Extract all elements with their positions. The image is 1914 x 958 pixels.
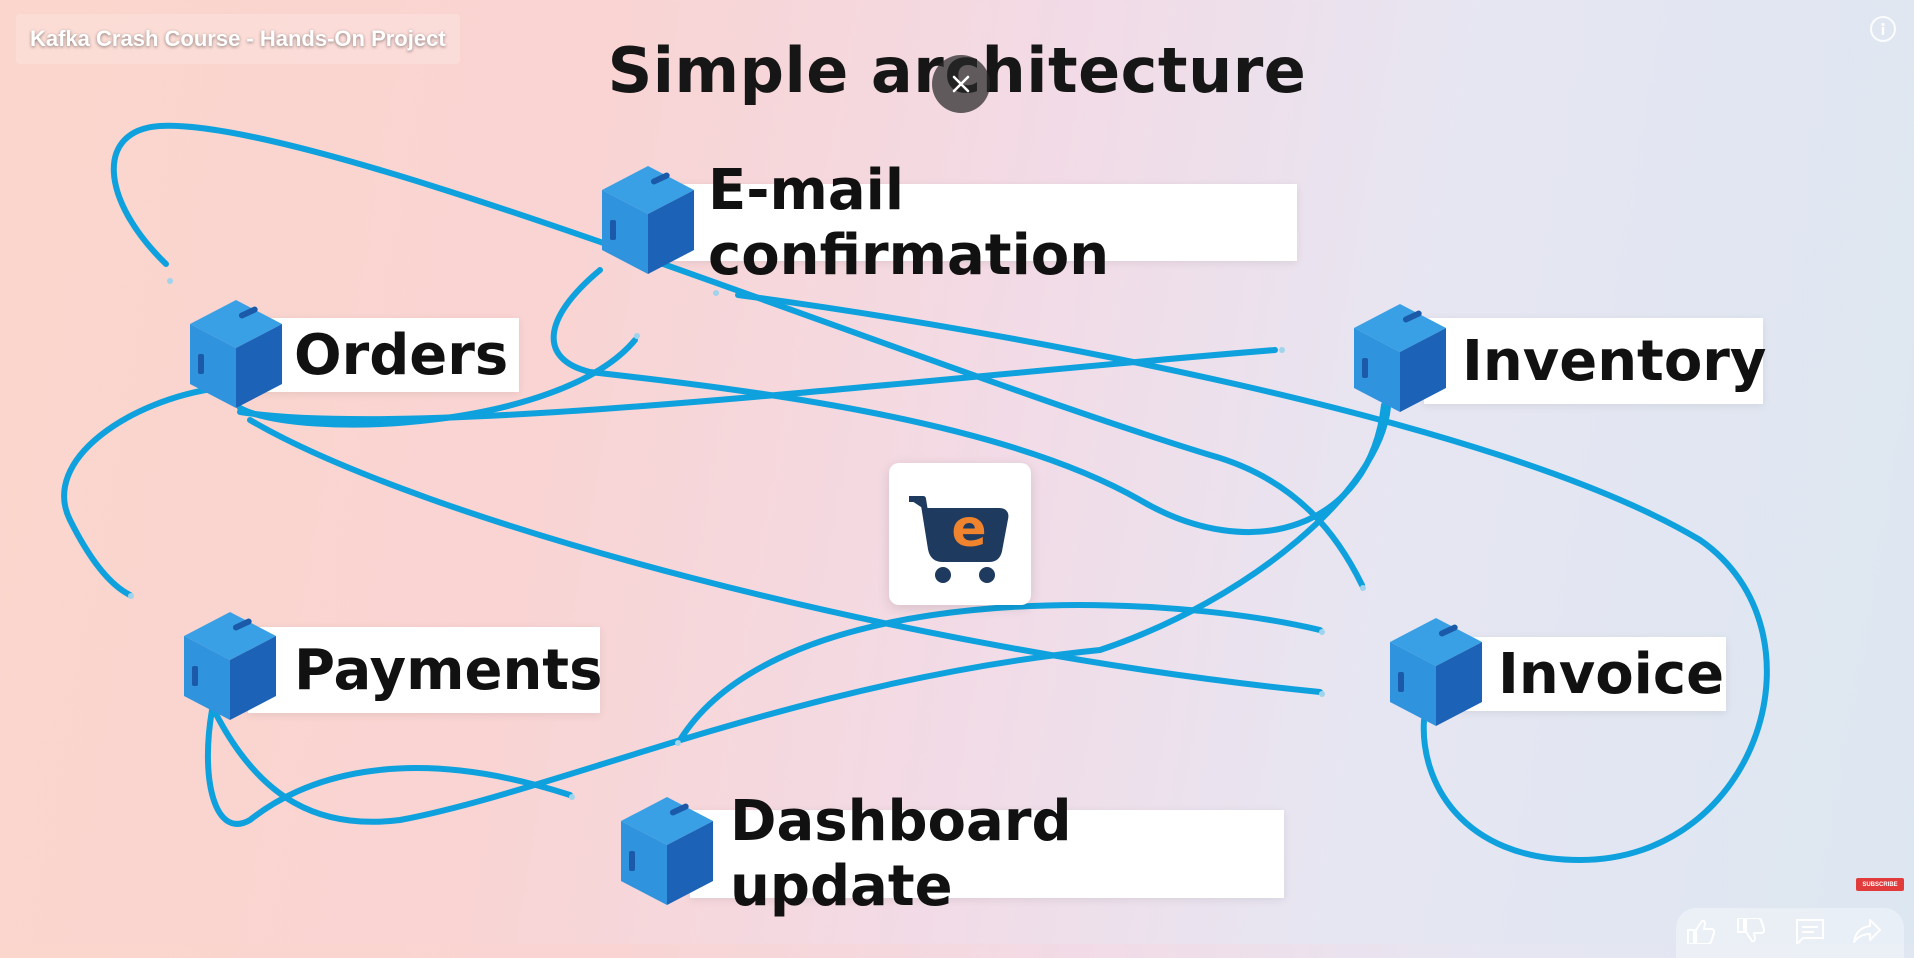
logo-letter: e bbox=[951, 499, 987, 559]
payments-label: Payments bbox=[248, 627, 602, 713]
close-icon bbox=[952, 75, 970, 93]
close-button[interactable] bbox=[932, 55, 990, 113]
ecommerce-logo-card: e bbox=[889, 463, 1031, 605]
orders-label: Orders bbox=[254, 318, 519, 392]
info-icon[interactable] bbox=[1870, 16, 1896, 42]
subscribe-button[interactable]: SUBSCRIBE bbox=[1856, 878, 1904, 891]
invoice-service-cube-icon bbox=[1390, 618, 1482, 726]
dislike-icon[interactable] bbox=[1735, 918, 1765, 944]
video-title[interactable]: Kafka Crash Course - Hands-On Project bbox=[16, 14, 460, 64]
comment-icon[interactable] bbox=[1795, 918, 1825, 944]
invoice-label: Invoice bbox=[1460, 637, 1726, 711]
inventory-service-cube-icon bbox=[1354, 304, 1446, 412]
email-confirmation-label: E-mail confirmation bbox=[668, 158, 1297, 288]
like-icon[interactable] bbox=[1685, 918, 1715, 944]
share-icon[interactable] bbox=[1852, 918, 1882, 944]
shopping-cart-icon bbox=[909, 496, 1009, 583]
email-service-cube-icon bbox=[602, 166, 694, 274]
payments-service-cube-icon bbox=[184, 612, 276, 720]
orders-service-cube-icon bbox=[190, 300, 282, 408]
dashboard-update-label: Dashboard update bbox=[690, 789, 1284, 919]
dashboard-service-cube-icon bbox=[621, 797, 713, 905]
inventory-label: Inventory bbox=[1424, 318, 1766, 404]
